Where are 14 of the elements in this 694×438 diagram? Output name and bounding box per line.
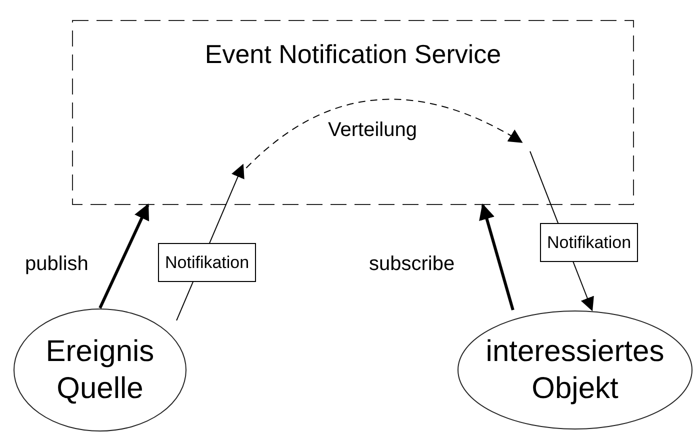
edge-label: publish	[24, 252, 90, 277]
arrow	[98, 204, 150, 309]
message-label: Notifikation	[158, 243, 256, 282]
message-label: Notifikation	[540, 223, 638, 262]
edge-label: subscribe	[368, 252, 456, 277]
entity-label: interessiertes Objekt	[484, 334, 666, 407]
entity-ellipse	[13, 308, 187, 432]
service-title: Event Notification Service	[204, 38, 502, 70]
arrow	[479, 203, 514, 310]
service-box	[72, 20, 634, 205]
arrow	[246, 98, 523, 168]
entity-label: Ereignis Quelle	[44, 334, 156, 407]
edge-label: Verteilung	[327, 118, 418, 143]
entity-ellipse	[457, 310, 693, 430]
